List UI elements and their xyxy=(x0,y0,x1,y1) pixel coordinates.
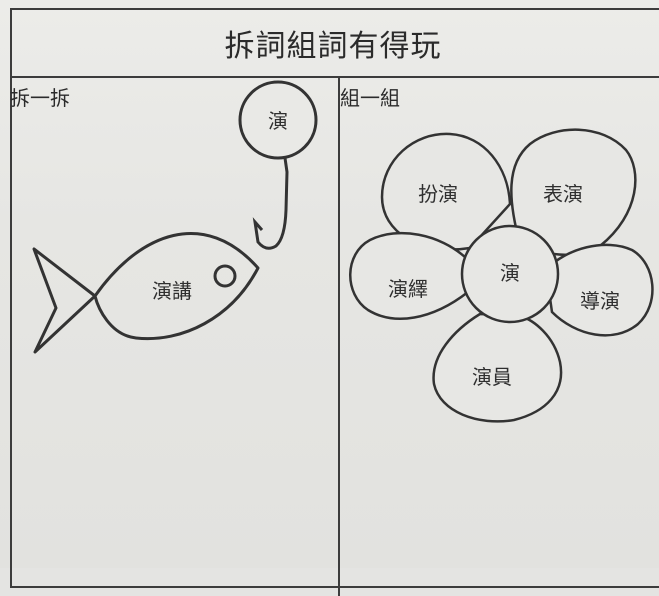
fish-word: 演講 xyxy=(152,279,192,303)
left-panel-label: 拆一拆 xyxy=(10,86,70,110)
illustration-canvas: 演 演講 演 扮演 表演 演繹 導演 演員 xyxy=(32,80,654,423)
petal-word-1: 扮演 xyxy=(418,182,458,206)
petal-word-5: 演員 xyxy=(472,365,512,389)
fishing-line xyxy=(252,157,289,250)
flower-center xyxy=(460,224,560,324)
petal-right xyxy=(544,243,654,337)
fish-body-outline xyxy=(32,232,260,354)
flower-center-char: 演 xyxy=(500,261,520,285)
petal-bottom xyxy=(432,312,563,423)
title-row: 拆詞組詞有得玩 xyxy=(12,10,659,78)
fishing-hook-group xyxy=(238,80,318,250)
bait-char: 演 xyxy=(268,109,288,133)
right-panel-label: 組一組 xyxy=(340,86,400,110)
flower-diagram xyxy=(349,128,654,423)
petal-left xyxy=(349,231,470,320)
fish-eye xyxy=(213,264,237,288)
bait-circle xyxy=(238,80,318,160)
petal-word-3: 演繹 xyxy=(388,277,428,301)
petal-word-4: 導演 xyxy=(580,289,620,313)
page-title: 拆詞組詞有得玩 xyxy=(224,29,442,64)
petal-word-2: 表演 xyxy=(543,182,583,206)
column-divider xyxy=(338,76,340,596)
fish-icon xyxy=(32,232,260,354)
